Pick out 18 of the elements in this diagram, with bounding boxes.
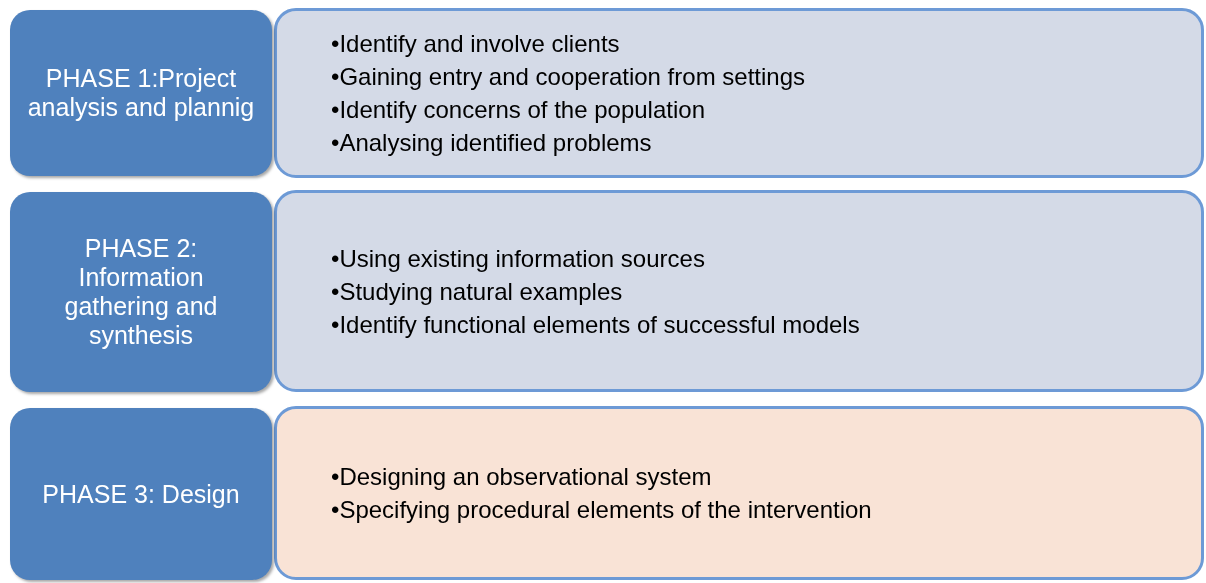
bullet-item: •Using existing information sources	[331, 243, 706, 274]
phase-label: PHASE 1:Project analysis and plannig	[26, 64, 256, 122]
bullet-item: •Identify and involve clients	[331, 29, 621, 59]
bullet-item: •Identify concerns of the population	[331, 95, 706, 125]
bullet-item: •Studying natural examples	[331, 276, 624, 307]
phase-box	[10, 192, 272, 392]
bullet-item: •Designing an observational system	[331, 462, 713, 492]
content-panel	[274, 190, 1204, 392]
phase-label: PHASE 2: Information gathering and synthesis	[63, 234, 219, 350]
content-panel	[274, 406, 1204, 580]
bullet-item: •Gaining entry and cooperation from settings	[331, 62, 806, 92]
phase-label: PHASE 3: Design	[42, 479, 240, 509]
content-panel	[274, 8, 1204, 178]
bullet-item: •Analysing identified problems	[331, 128, 653, 158]
bullet-item: •Identify functional elements of successful models	[331, 309, 861, 340]
bullet-item: •Specifying procedural elements of the intervention	[331, 495, 873, 525]
phase-box	[10, 408, 272, 580]
phase-box	[10, 10, 272, 176]
